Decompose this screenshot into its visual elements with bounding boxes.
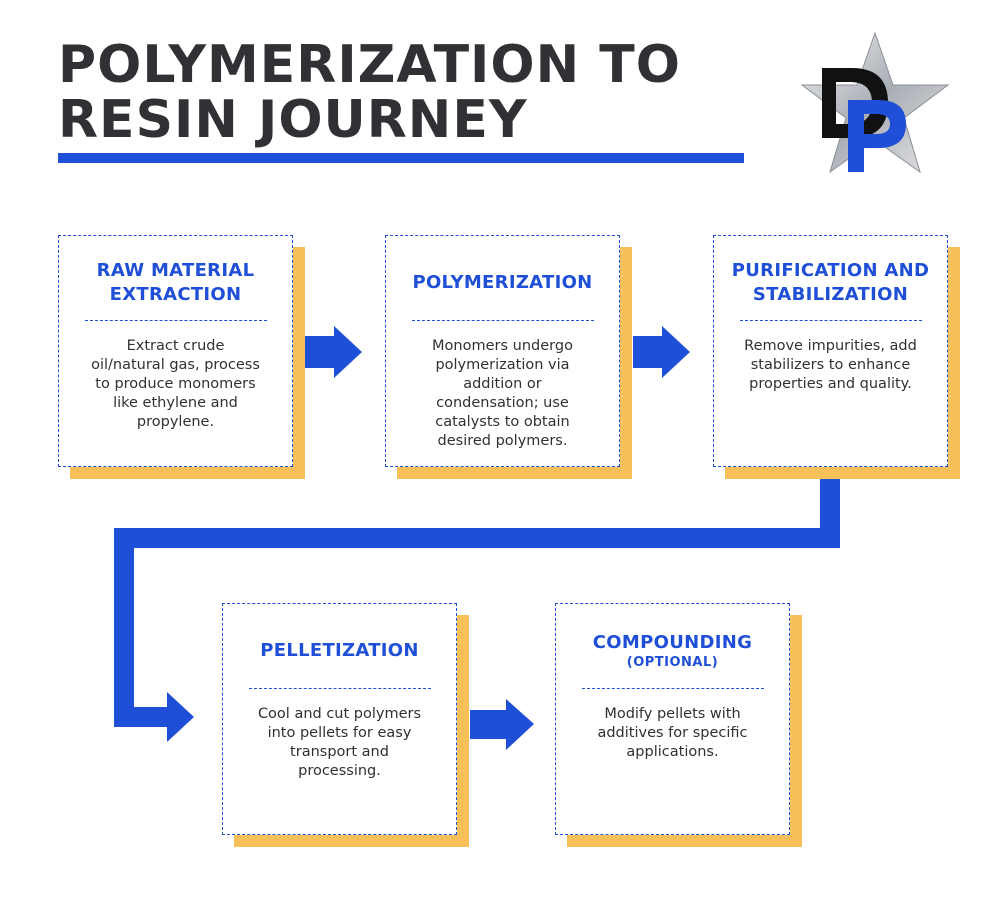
page-title: POLYMERIZATION TO RESIN JOURNEY [58,38,758,148]
card-divider [84,320,267,321]
card-body: RAW MATERIAL EXTRACTION Extract crude oi… [58,235,293,467]
card-divider [739,320,922,321]
connector-arrow-icon [114,478,840,742]
card-body: PELLETIZATION Cool and cut polymers into… [222,603,457,835]
step-subtitle: (OPTIONAL) [626,655,719,670]
step-description: Cool and cut polymers into pellets for e… [257,706,422,779]
card-divider [581,688,764,689]
card-divider [411,320,594,321]
step-title: PURIFICATION AND STABILIZATION [731,260,930,305]
card-divider [248,688,431,689]
title-line-2: RESIN JOURNEY [58,90,528,150]
card-body: PURIFICATION AND STABILIZATION Remove im… [713,235,948,467]
star-logo-icon [800,31,950,174]
step-description: Monomers undergo polymerization via addi… [432,338,573,449]
arrow-right-icon [305,326,362,378]
title-line-1: POLYMERIZATION TO [58,35,681,95]
arrow-right-icon [633,326,690,378]
step-title: POLYMERIZATION [412,272,593,293]
step-title: COMPOUNDING [592,632,753,653]
step-description: Modify pellets with additives for specif… [597,706,748,760]
step-title: PELLETIZATION [260,640,419,661]
card-body: COMPOUNDING (OPTIONAL) Modify pellets wi… [555,603,790,835]
arrow-right-icon [470,699,534,750]
card-body: POLYMERIZATION Monomers undergo polymeri… [385,235,620,467]
step-title: RAW MATERIAL EXTRACTION [96,260,255,305]
step-title-group: COMPOUNDING (OPTIONAL) [556,620,789,682]
step-description: Remove impurities, add stabilizers to en… [744,338,917,392]
step-description: Extract crude oil/natural gas, process t… [91,338,260,430]
title-underline [58,153,744,163]
